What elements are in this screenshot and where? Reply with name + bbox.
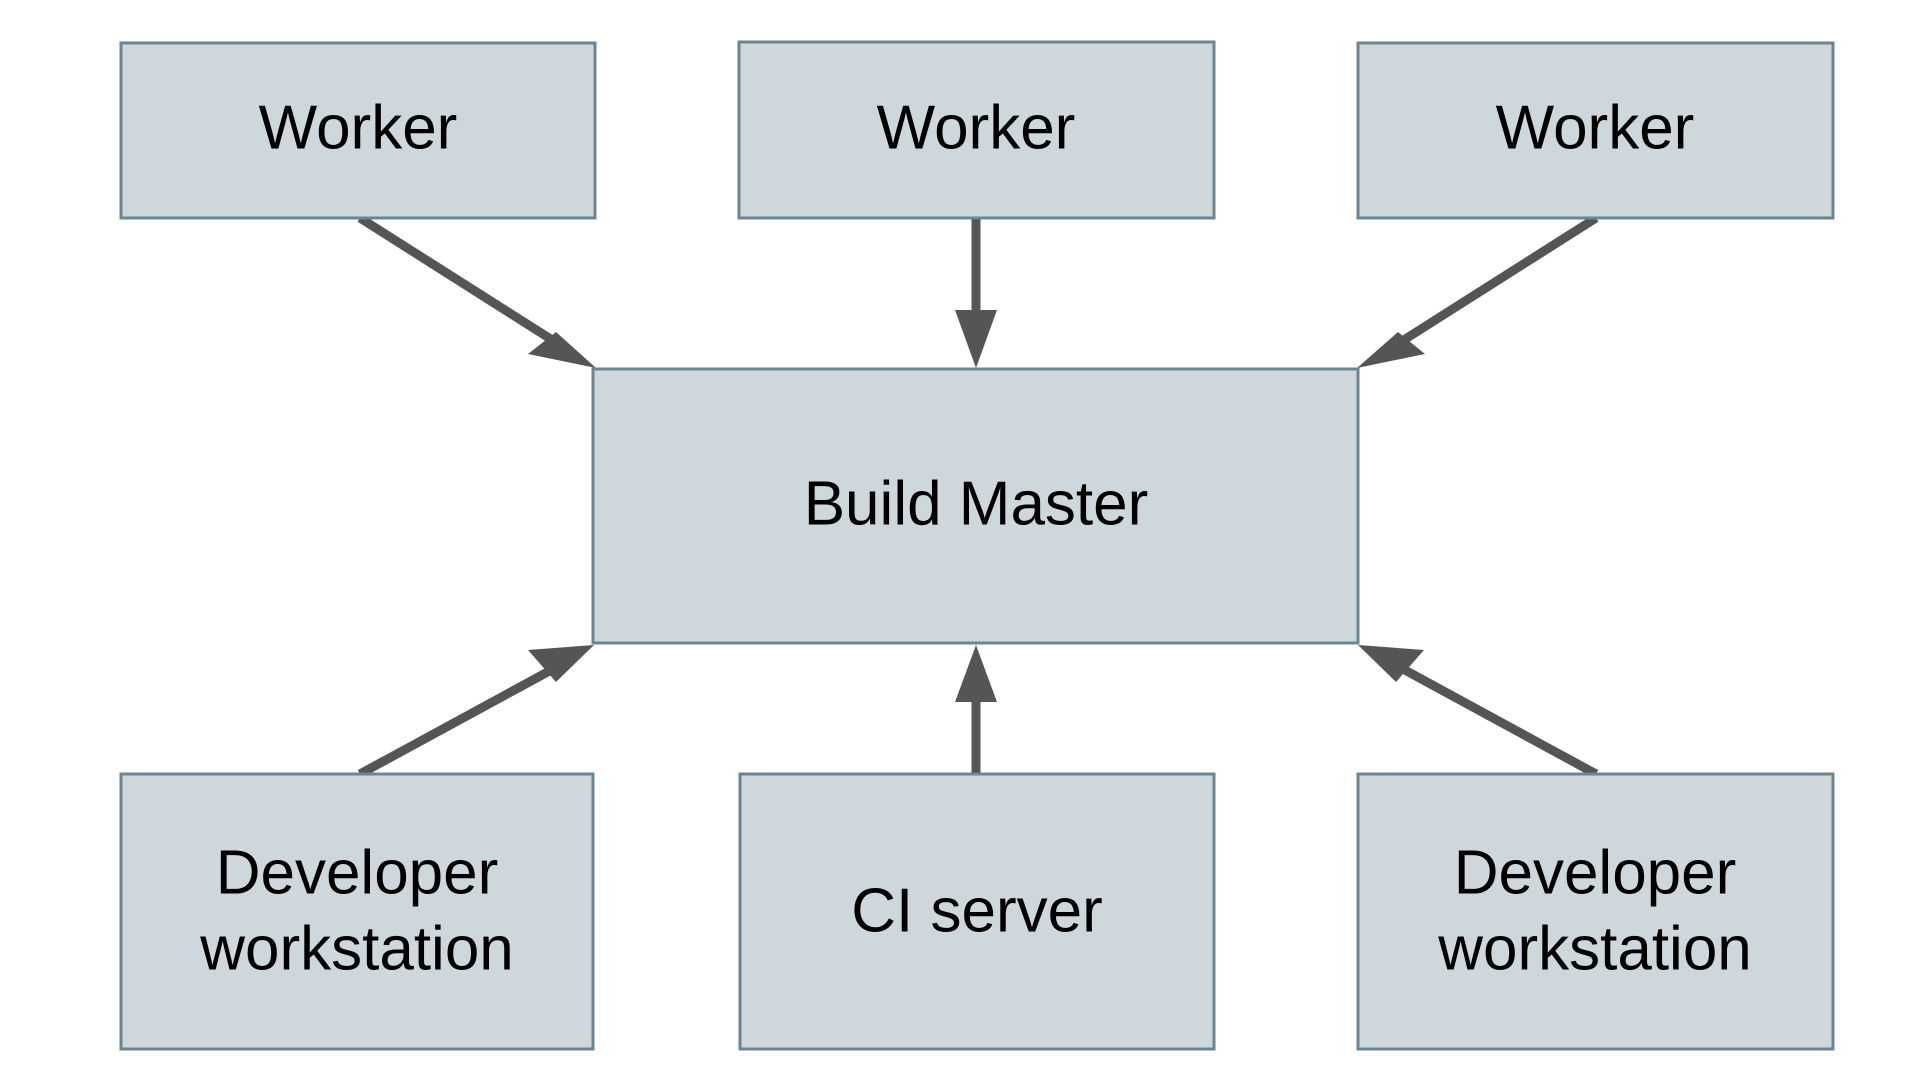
edge-layer — [357, 214, 1599, 778]
edge-worker-3-to-build-master[interactable] — [1357, 214, 1599, 368]
node-label-developer-workstation-left-line-1: Developer — [216, 838, 499, 907]
node-label-developer-workstation-right-line-2: workstation — [1437, 914, 1752, 983]
edge-line-worker-1 — [357, 214, 571, 354]
edge-developer-workstation-right-to-build-master[interactable] — [1358, 645, 1599, 778]
node-build-master[interactable]: Build Master — [591, 367, 1360, 645]
node-worker-1[interactable]: Worker — [119, 41, 597, 220]
arrowhead-developer-left — [528, 645, 594, 682]
edge-developer-workstation-left-to-build-master[interactable] — [357, 645, 594, 778]
arrowhead-worker-3 — [1357, 332, 1425, 368]
arrowhead-ci-server — [955, 645, 997, 702]
edge-line-worker-3 — [1385, 214, 1599, 354]
node-ci-server[interactable]: CI server — [738, 772, 1216, 1051]
edge-worker-1-to-build-master[interactable] — [357, 214, 596, 368]
edge-worker-2-to-build-master[interactable] — [955, 218, 997, 368]
node-developer-workstation-left[interactable]: Developer workstation — [119, 772, 595, 1051]
node-label-build-master: Build Master — [804, 469, 1149, 538]
node-label-ci-server: CI server — [851, 876, 1102, 945]
node-label-worker-3: Worker — [1496, 93, 1695, 162]
node-label-developer-workstation-left-line-2: workstation — [199, 914, 514, 983]
node-box-worker-2[interactable] — [737, 40, 1216, 220]
arrowhead-worker-2 — [955, 310, 997, 368]
edge-ci-server-to-build-master[interactable] — [955, 645, 997, 774]
edge-line-developer-left — [357, 658, 569, 778]
node-box-ci-server[interactable] — [738, 772, 1216, 1051]
node-worker-2[interactable]: Worker — [737, 40, 1216, 220]
node-label-worker-1: Worker — [259, 93, 458, 162]
arrowhead-worker-1 — [528, 332, 596, 368]
node-layer: Worker Worker Worker Build Master Develo… — [119, 40, 1835, 1051]
arrowhead-developer-right — [1358, 645, 1424, 682]
node-label-worker-2: Worker — [877, 93, 1076, 162]
node-label-developer-workstation-right-line-1: Developer — [1454, 838, 1737, 907]
node-box-worker-3[interactable] — [1356, 41, 1835, 220]
node-box-developer-workstation-left[interactable] — [119, 772, 595, 1051]
node-box-build-master[interactable] — [591, 367, 1360, 645]
node-box-worker-1[interactable] — [119, 41, 597, 220]
node-box-developer-workstation-right[interactable] — [1356, 772, 1835, 1051]
edge-line-developer-right — [1387, 658, 1599, 778]
node-worker-3[interactable]: Worker — [1356, 41, 1835, 220]
node-developer-workstation-right[interactable]: Developer workstation — [1356, 772, 1835, 1051]
